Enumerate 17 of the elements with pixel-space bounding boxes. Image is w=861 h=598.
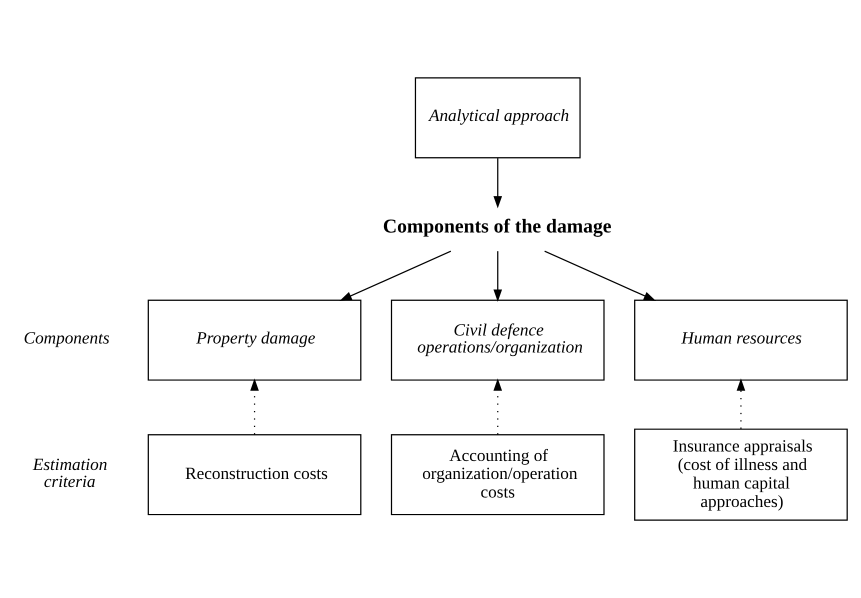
node-box: Analytical approach xyxy=(414,77,581,158)
node-box: Human resources xyxy=(634,300,848,381)
arrow xyxy=(736,378,746,429)
node-box: Property damage xyxy=(148,300,362,381)
arrow xyxy=(544,250,656,301)
node-box: Civil defence operations/organization xyxy=(390,300,605,381)
label: Estimation criteria xyxy=(32,454,108,492)
node-box: Insurance appraisals (cost of illness and human capital approaches) xyxy=(634,428,848,521)
arrow xyxy=(339,250,452,301)
node-box: Reconstruction costs xyxy=(148,434,362,516)
arrow xyxy=(493,378,502,434)
label: Components xyxy=(24,328,110,348)
arrow xyxy=(493,158,502,208)
arrow xyxy=(493,251,502,302)
node-box: Accounting of organization/operation costs xyxy=(390,434,605,516)
node-text: Components of the damage xyxy=(382,215,612,238)
arrow xyxy=(250,378,259,434)
